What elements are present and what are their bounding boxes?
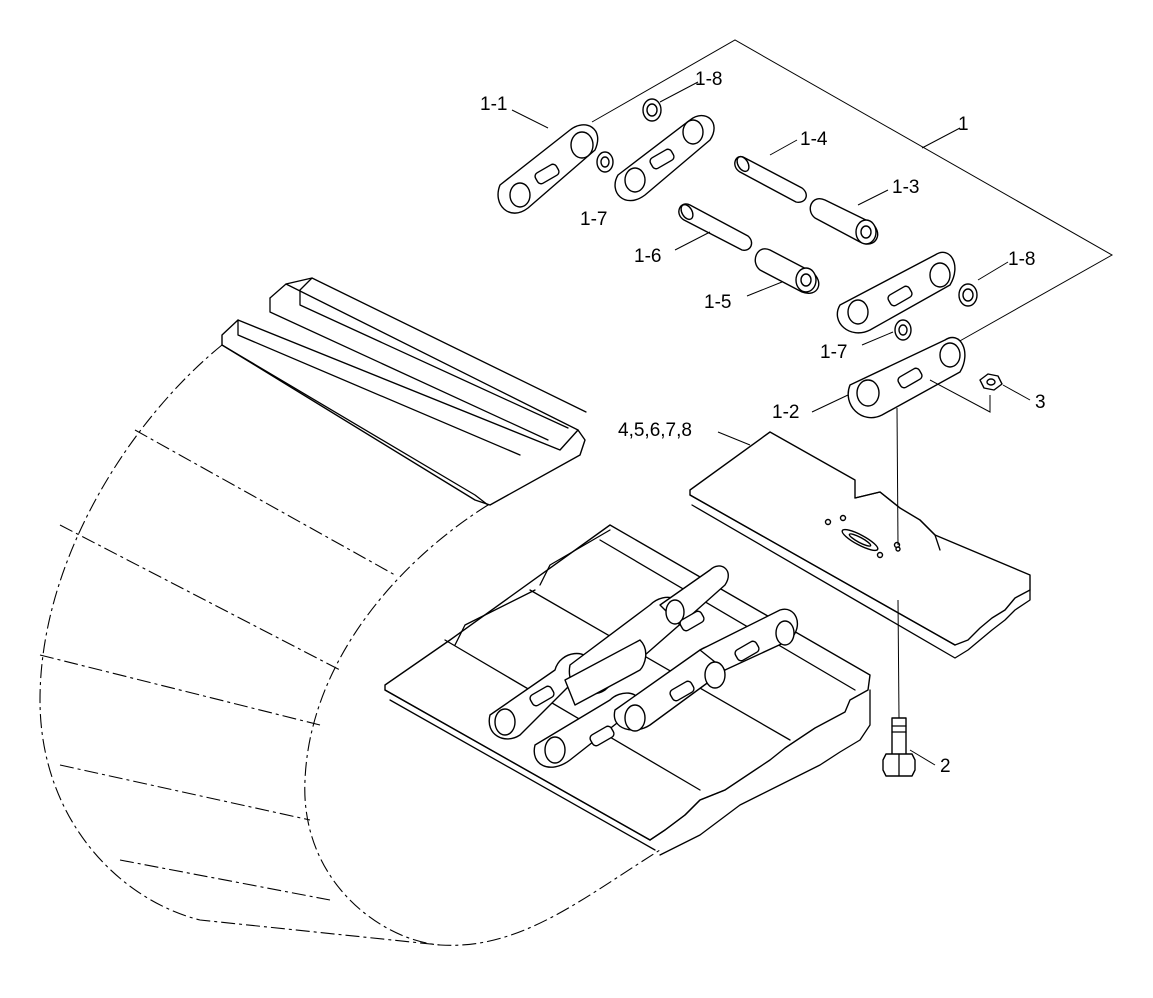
track-link-upper-right — [836, 251, 956, 334]
exploded-track-shoe — [689, 431, 1031, 659]
seal-icon — [596, 98, 662, 173]
track-link-mate — [614, 114, 715, 202]
track-roll-outline — [39, 344, 661, 946]
label-1-8-right: 1-8 — [1008, 249, 1035, 270]
bushing-2 — [754, 248, 820, 294]
bolt-icon — [882, 717, 916, 777]
assembled-link-chain — [488, 565, 799, 768]
track-link-icon — [497, 124, 599, 214]
lower-track-shoes — [384, 524, 871, 856]
nut-icon — [979, 373, 1003, 391]
label-1-2: 1-2 — [772, 402, 799, 423]
pin-2 — [678, 203, 753, 251]
label-1-7-right: 1-7 — [820, 342, 847, 363]
label-1-5: 1-5 — [704, 292, 731, 313]
seal-right — [894, 283, 978, 341]
label-1-1: 1-1 — [480, 94, 507, 115]
group-bracket-1 — [591, 39, 1114, 343]
pin-icon — [734, 155, 807, 203]
label-1: 1 — [958, 114, 969, 135]
label-1-6: 1-6 — [634, 246, 661, 267]
label-1-8-top: 1-8 — [695, 69, 722, 90]
label-4-8: 4,5,6,7,8 — [618, 420, 692, 441]
label-1-3: 1-3 — [892, 177, 919, 198]
leader-lines — [511, 81, 1031, 766]
assembly-lines — [896, 379, 991, 719]
label-3: 3 — [1035, 392, 1046, 413]
upper-track-shoe — [221, 277, 587, 506]
track-link-1-2 — [847, 337, 966, 419]
label-1-7-top: 1-7 — [580, 209, 607, 230]
label-1-4: 1-4 — [800, 129, 828, 150]
callout-labels: 1 1-1 1-8 1-7 1-4 1-3 1-6 1-5 1-8 1-7 1-… — [480, 69, 1046, 777]
bushing-icon — [809, 198, 879, 245]
label-2: 2 — [940, 756, 951, 777]
